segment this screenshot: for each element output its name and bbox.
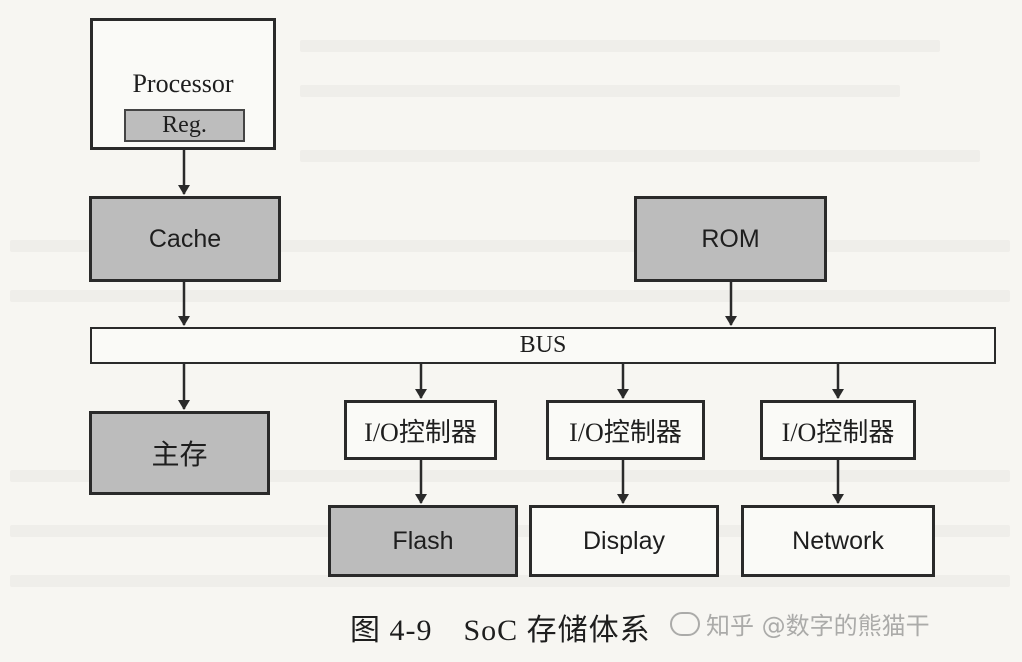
zhihu-logo-icon <box>670 611 700 636</box>
network-label: Network <box>792 526 884 555</box>
display-label: Display <box>583 526 665 555</box>
display-box: Display <box>529 505 719 577</box>
network-box: Network <box>741 505 935 577</box>
processor-label: Processor <box>132 69 234 98</box>
figure-caption: 图 4-9 SoC 存储体系 <box>350 614 651 647</box>
processor-box: Processor Reg. <box>90 18 276 150</box>
register-box: Reg. <box>124 109 245 142</box>
bus-bar: BUS <box>90 327 996 364</box>
flash-label: Flash <box>392 526 454 555</box>
cache-box: Cache <box>89 196 281 282</box>
watermark-text: 知乎 @数字的熊猫干 <box>706 612 930 640</box>
cache-label: Cache <box>148 224 222 253</box>
flash-box: Flash <box>328 505 518 577</box>
main-memory-box: 主存 <box>89 411 270 495</box>
io-controller-3-box: I/O控制器 <box>760 400 916 460</box>
io-controller-1-label: I/O控制器 <box>364 417 477 447</box>
bus-label: BUS <box>519 332 567 358</box>
io-controller-2-box: I/O控制器 <box>546 400 705 460</box>
watermark: 知乎 @数字的熊猫干 <box>670 606 930 641</box>
rom-label: ROM <box>701 224 760 253</box>
main-memory-label: 主存 <box>151 440 208 471</box>
rom-box: ROM <box>634 196 827 282</box>
register-label: Reg. <box>162 112 207 138</box>
io-controller-3-label: I/O控制器 <box>781 417 895 447</box>
io-controller-2-label: I/O控制器 <box>569 417 682 447</box>
io-controller-1-box: I/O控制器 <box>344 400 497 460</box>
